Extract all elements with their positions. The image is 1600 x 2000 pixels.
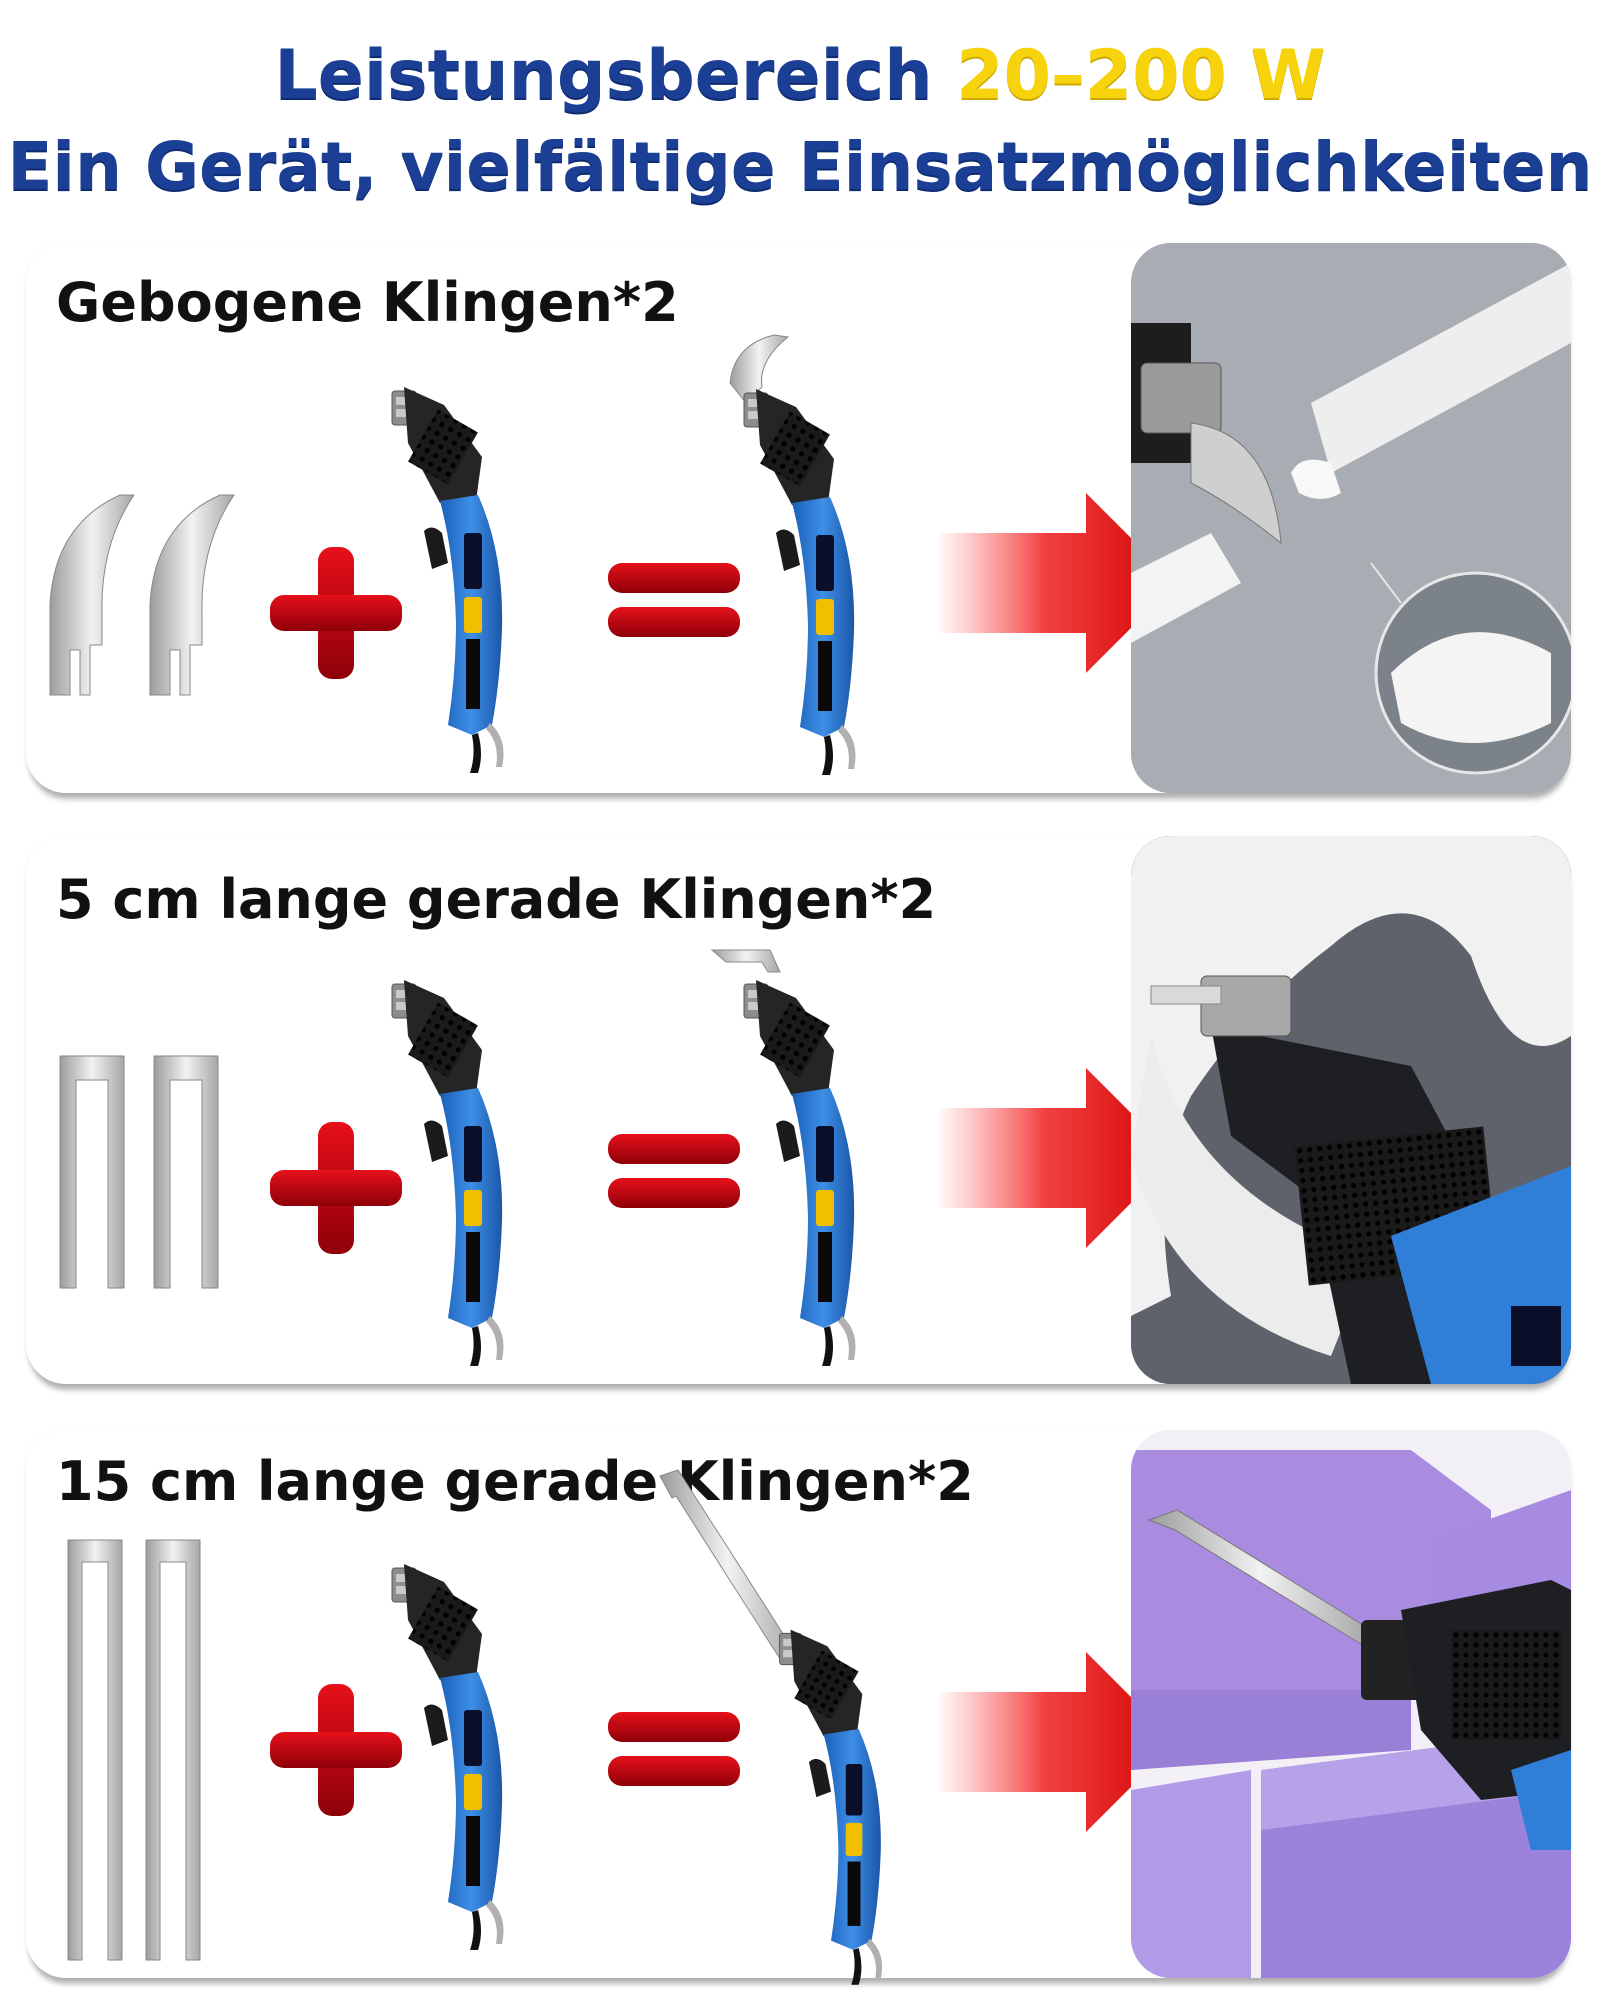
- rope-cut-photo: [1131, 243, 1571, 793]
- section-straight-15cm-blades: 15 cm lange gerade Klingen*2: [26, 1430, 1571, 1986]
- section-straight-5cm-blades: 5 cm lange gerade Klingen*2: [26, 836, 1571, 1384]
- equals-icon: [608, 1134, 740, 1208]
- headline-accent: 20–200 W: [956, 36, 1326, 115]
- hot-knife-tool-icon: [391, 386, 504, 774]
- hot-knife-tool-icon: [391, 1563, 504, 1951]
- headline-line-2: Ein Gerät, vielfältige Einsatzmöglichkei…: [7, 128, 1593, 205]
- purple-foam-photo-art: [1131, 1430, 1571, 1978]
- red-arrow-icon: [936, 493, 1176, 673]
- equals-icon: [608, 563, 740, 637]
- purple-foam-cut-photo: [1131, 1430, 1571, 1978]
- curved-blade-pair-icon: [49, 494, 235, 696]
- plus-icon: [270, 547, 402, 679]
- red-arrow-icon: [936, 1068, 1176, 1248]
- headline-main: Leistungsbereich: [274, 36, 933, 115]
- straight-15cm-blade-pair-icon: [67, 1539, 201, 1961]
- section-title: Gebogene Klingen*2: [56, 271, 679, 334]
- plus-icon: [270, 1684, 402, 1816]
- tool-with-5cm-blade-icon: [710, 949, 856, 1367]
- plus-icon: [270, 1122, 402, 1254]
- foam-photo-art: [1131, 836, 1571, 1384]
- red-arrow-icon: [936, 1652, 1176, 1832]
- rope-photo-art: [1131, 243, 1571, 793]
- section-title: 15 cm lange gerade Klingen*2: [56, 1450, 974, 1513]
- hot-knife-tool-icon: [391, 979, 504, 1367]
- headline-line-1: Leistungsbereich 20–200 W: [0, 36, 1600, 115]
- straight-5cm-blade-pair-icon: [59, 1055, 219, 1289]
- section-title: 5 cm lange gerade Klingen*2: [56, 868, 937, 931]
- tool-with-curved-blade-icon: [729, 334, 856, 776]
- equals-icon: [608, 1712, 740, 1786]
- foam-cut-photo: [1131, 836, 1571, 1384]
- section-curved-blades: Gebogene Klingen*2: [26, 243, 1571, 793]
- tool-with-15cm-blade-icon: [659, 1469, 883, 1986]
